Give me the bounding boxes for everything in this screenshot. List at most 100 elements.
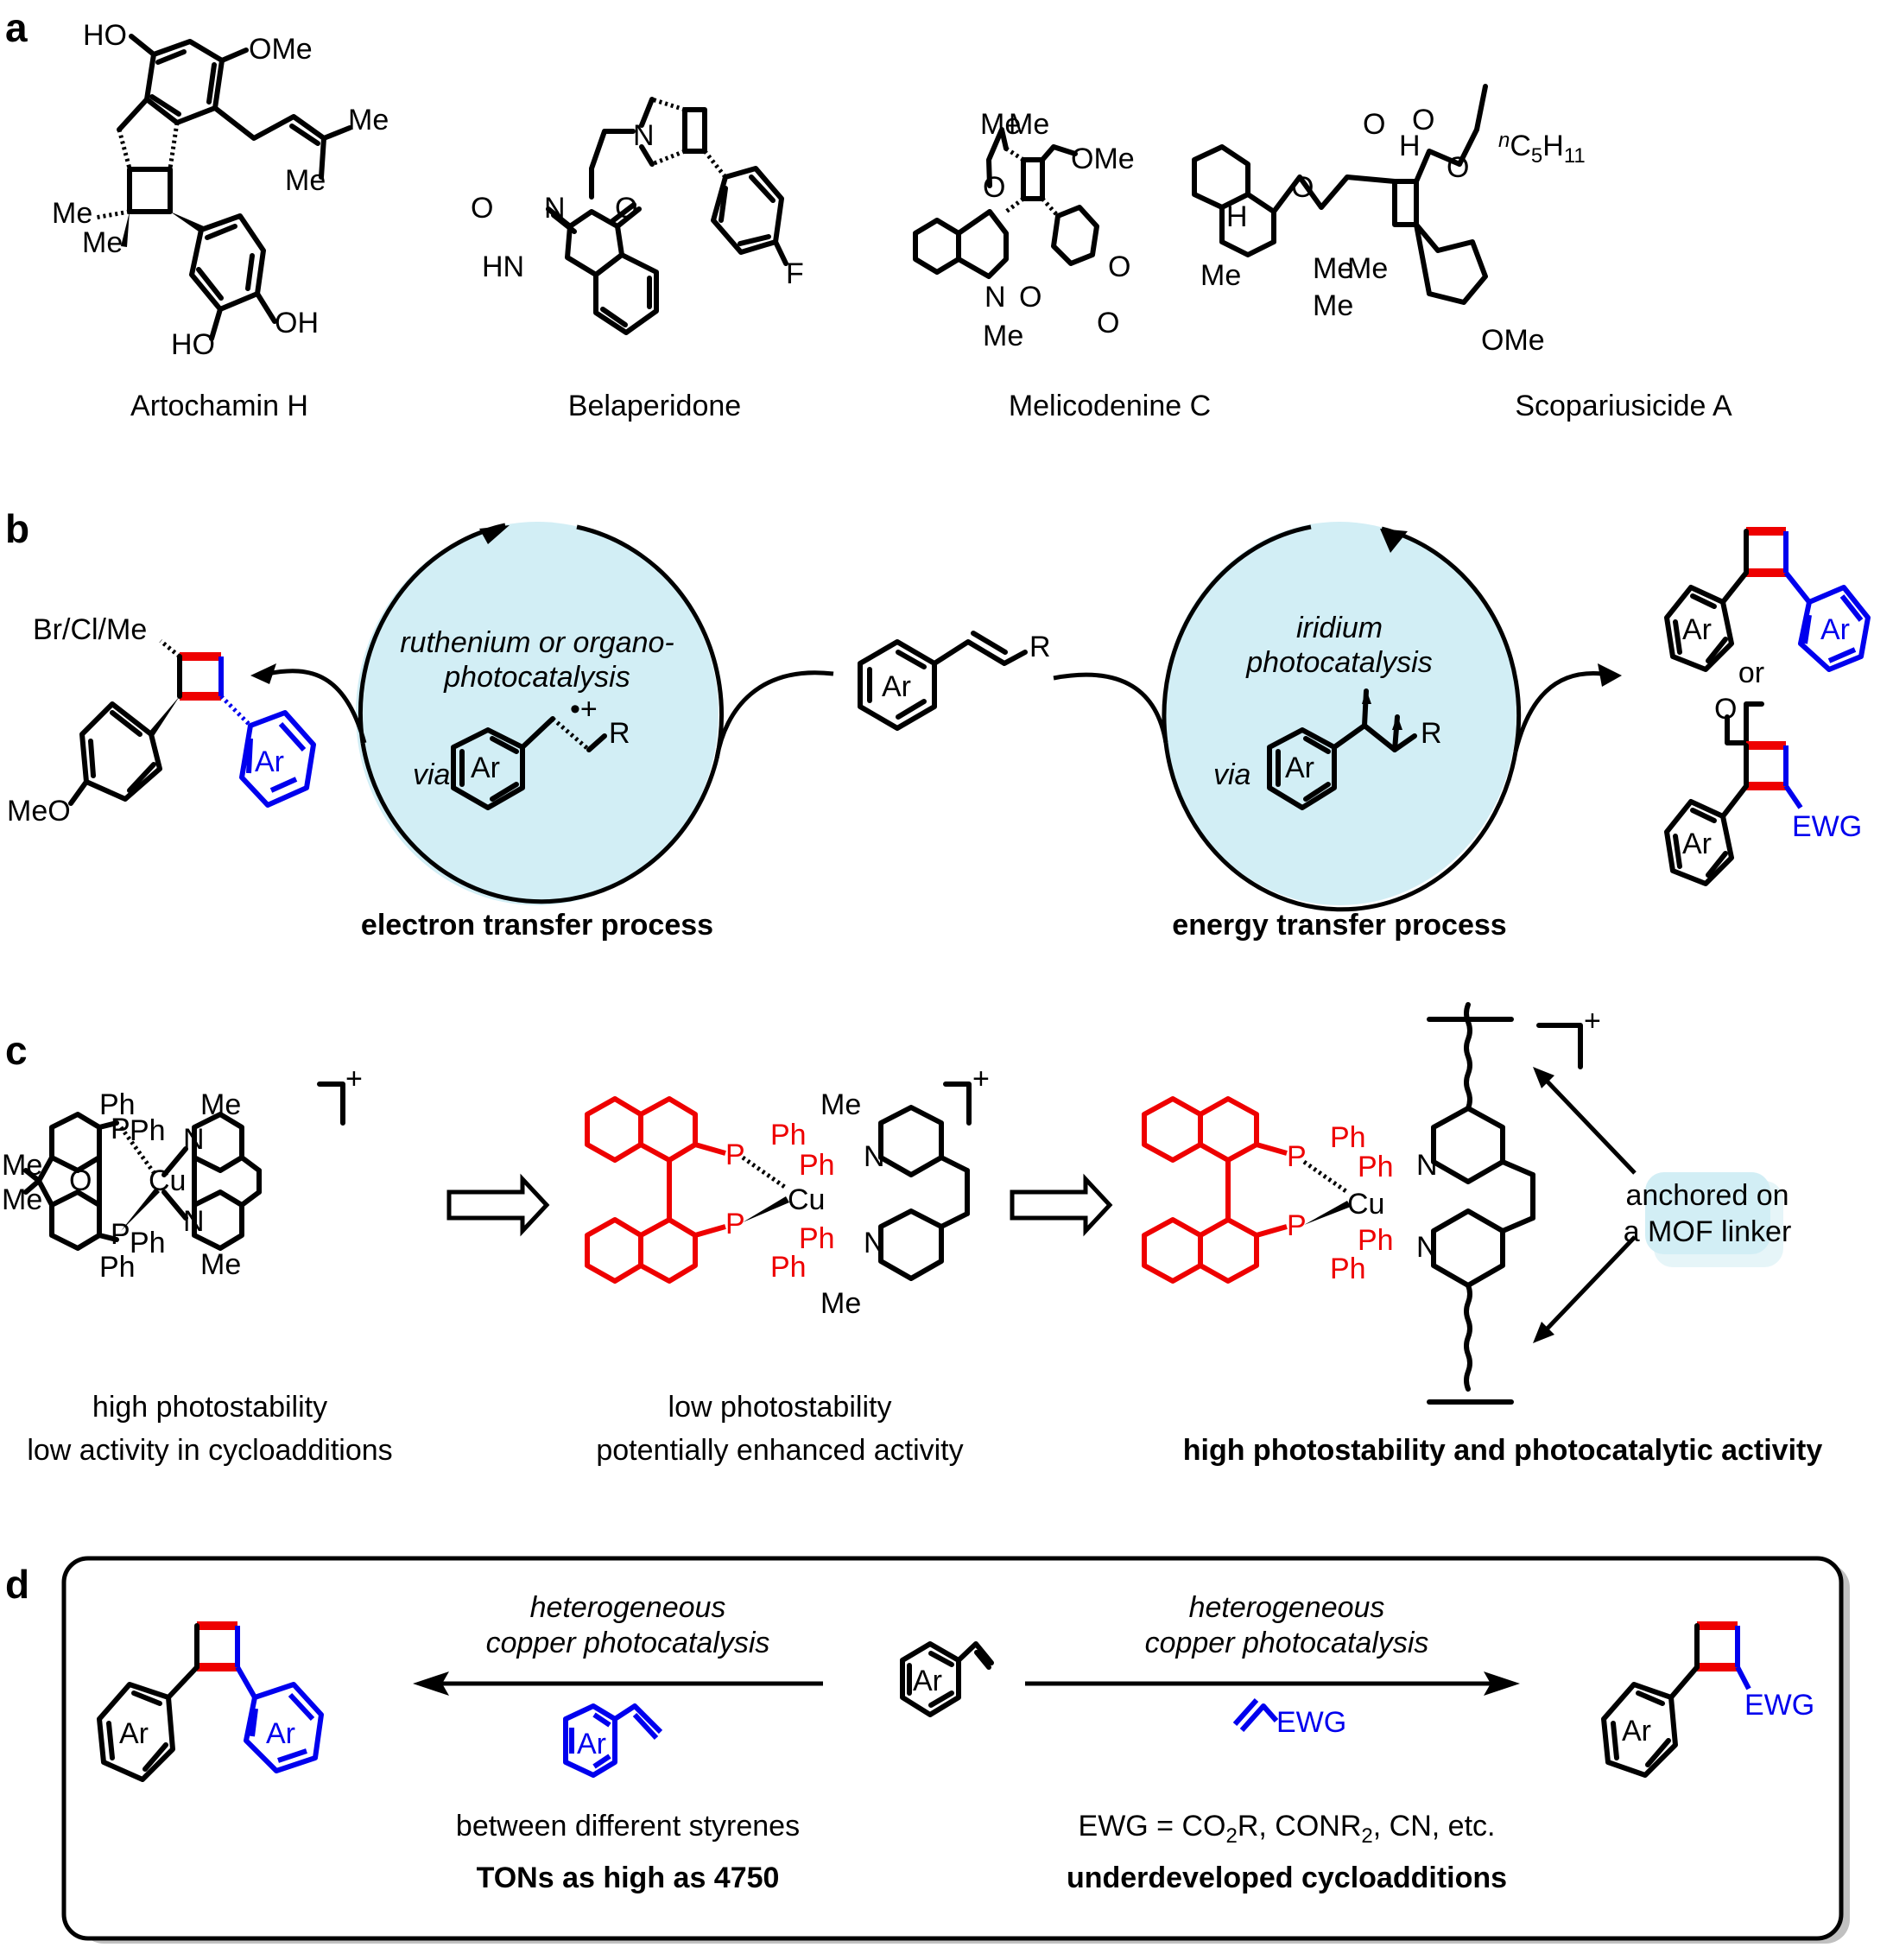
- atom-label: O: [1412, 104, 1434, 136]
- substrate-styrene: Ar: [900, 1641, 994, 1717]
- conditions-line2: copper photocatalysis: [1145, 1627, 1429, 1659]
- atom-label: O: [1097, 307, 1119, 339]
- left-reaction-arrow: heterogeneous copper photocatalysis Ar b…: [413, 1591, 823, 1894]
- cycle-arrowhead: [1380, 529, 1408, 553]
- atom-label: Me: [1200, 259, 1241, 292]
- atom-label: O: [615, 192, 637, 225]
- aromatic-ring: [585, 1096, 643, 1163]
- aromatic-ring: [1051, 205, 1099, 266]
- atom-label: R: [609, 717, 630, 750]
- atom-label: O: [69, 1164, 92, 1197]
- atom-label: O: [471, 192, 493, 225]
- compound-name: Melicodenine C: [1009, 390, 1211, 422]
- arrowhead: [1533, 1322, 1554, 1343]
- atom-label: O: [1447, 151, 1469, 184]
- callout-line1: anchored on: [1625, 1179, 1789, 1212]
- atom-label: Ph: [1330, 1253, 1366, 1285]
- atom-label: Ph: [770, 1251, 807, 1284]
- atom-label: Me: [285, 164, 326, 197]
- caption-complex2-line1: low photostability: [668, 1391, 892, 1424]
- atom-label: N: [984, 281, 1006, 314]
- aromatic-ring: [97, 1682, 175, 1782]
- atom-label: Me: [1009, 108, 1049, 141]
- atom-label: P: [725, 1139, 745, 1171]
- aromatic-ring: [49, 1189, 102, 1251]
- charge-label: +: [972, 1062, 990, 1095]
- aromatic-ring: [913, 218, 961, 275]
- compound-name: Belaperidone: [568, 390, 741, 422]
- atom-label: R: [1421, 717, 1442, 750]
- aromatic-ring: [1414, 222, 1488, 305]
- right-products: Ar Ar or O Ar EWG: [1664, 527, 1871, 886]
- summary-box: [61, 1556, 1844, 1941]
- atom-label: Me: [820, 1287, 861, 1320]
- cycle-arc: [358, 523, 506, 744]
- compound-artochamin-h: HO OMe Me Me Me Me HO OH Artochamin H: [52, 19, 389, 422]
- atom-label: F: [786, 257, 804, 290]
- atom-label: OMe: [1481, 324, 1545, 357]
- caption-energy-transfer: energy transfer process: [1172, 909, 1506, 942]
- atom-label: H: [1399, 130, 1421, 162]
- aromatic-ring: [585, 1217, 643, 1284]
- left-catalytic-cycle: ruthenium or organo- photocatalysis via …: [250, 522, 834, 905]
- atom-label: HO: [83, 19, 127, 52]
- atom-label: Ar: [577, 1728, 606, 1760]
- cycle-label-line2: photocatalysis: [1245, 646, 1432, 679]
- atom-label: Ar: [1820, 613, 1850, 646]
- highlight-underdeveloped: underdeveloped cycloadditions: [1067, 1862, 1507, 1894]
- exit-arrow: [267, 669, 367, 744]
- atom-label: Ph: [770, 1119, 807, 1151]
- highlight-ton: TONs as high as 4750: [477, 1862, 780, 1894]
- arrowhead: [413, 1671, 449, 1696]
- aromatic-ring: [239, 710, 316, 808]
- open-arrow: [1010, 1173, 1113, 1237]
- note-different-styrenes: between different styrenes: [456, 1810, 800, 1843]
- right-reaction-arrow: heterogeneous copper photocatalysis EWG …: [1025, 1591, 1520, 1894]
- panel-letter-b: b: [5, 506, 29, 551]
- caption-complex3: high photostability and photocatalytic a…: [1183, 1434, 1823, 1467]
- complex-mof-cu: P P Ph Ph Ph Ph Cu N N +: [1142, 1002, 1637, 1405]
- atom-label: Ph: [130, 1227, 166, 1259]
- arrowhead: [250, 663, 276, 684]
- aromatic-ring: [244, 1682, 324, 1773]
- atom-label: O: [1363, 108, 1385, 141]
- atom-label: OH: [275, 307, 319, 339]
- complex-xantphos-cu: Me Me N N Cu P P Ph Ph Ph Ph O Me Me +: [2, 1062, 363, 1284]
- panel-b: b Br/Cl/Me MeO Ar: [5, 506, 1871, 942]
- atom-label-npentyl: nC5H11: [1498, 129, 1586, 168]
- atom-label: Ar: [1285, 752, 1314, 784]
- complex-binap-cu: P P Ph Ph Ph Ph Cu N N Me Me +: [585, 1062, 990, 1320]
- or-label: or: [1738, 657, 1764, 689]
- conditions-line1: heterogeneous: [1189, 1591, 1385, 1624]
- atom-label: Me: [200, 1248, 241, 1281]
- cyclobutane: [1021, 157, 1045, 201]
- atom-label: N: [544, 192, 566, 225]
- atom-label: Ar: [471, 752, 500, 784]
- exit-arrow: [1513, 671, 1603, 752]
- via-label: via: [1213, 758, 1250, 791]
- atom-label: Cu: [788, 1183, 825, 1216]
- atom-label: HO: [171, 328, 215, 361]
- atom-label: Br/Cl/Me: [33, 613, 147, 646]
- caption-electron-transfer: electron transfer process: [361, 909, 713, 942]
- atom-label: P: [1287, 1140, 1307, 1173]
- atom-label: O: [1019, 281, 1041, 314]
- atom-label: O: [1714, 693, 1737, 726]
- compound-name: Artochamin H: [130, 390, 308, 422]
- note-ewg-definition: EWG = CO2R, CONR2, CN, etc.: [1079, 1810, 1496, 1848]
- atom-label: EWG: [1792, 810, 1862, 843]
- charge-label: +: [1584, 1005, 1601, 1037]
- atom-label: Me: [52, 197, 92, 230]
- aromatic-ring: [1142, 1096, 1203, 1163]
- atom-label: Cu: [1347, 1188, 1384, 1221]
- atom-label: Me: [82, 226, 123, 259]
- atom-label: Ar: [266, 1717, 295, 1750]
- caption-complex2-line2: potentially enhanced activity: [596, 1434, 963, 1467]
- atom-label: Ph: [799, 1149, 835, 1182]
- atom-label: O: [1108, 251, 1130, 283]
- cycle-label-line1: ruthenium or organo-: [400, 626, 674, 659]
- caption-complex1-line2: low activity in cycloadditions: [27, 1434, 392, 1467]
- atom-label: O: [1291, 171, 1314, 204]
- atom-label: Ph: [1330, 1121, 1366, 1154]
- aromatic-ring: [593, 252, 659, 335]
